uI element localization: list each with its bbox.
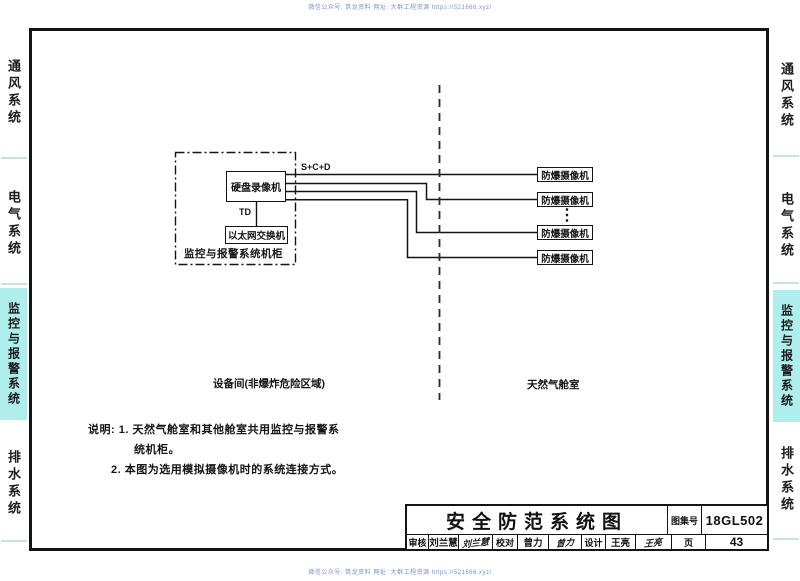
atlas-number-value: 18GL502 (701, 506, 767, 534)
camera-label: 防爆摄像机 (541, 253, 589, 265)
title-block-row-2: 审核 刘兰慧 刘兰慧 校对 曾力 曾力 设计 王亮 王亮 页 43 (407, 534, 767, 549)
ethernet-switch-box: 以太网交换机 (225, 226, 288, 244)
signature-scribble: 王亮 (644, 537, 663, 549)
sidebar-right-item-drainage: 排水系统 (779, 446, 794, 514)
page-number: 43 (705, 535, 767, 549)
bus-label: S+C+D (301, 162, 331, 172)
sidebar-right-highlight-monitoring: 监控与报警系统 (773, 290, 800, 422)
designer-name: 王亮 (605, 535, 635, 549)
designer-label: 设计 (581, 535, 605, 549)
zone-label-equipment-room: 设备间(非爆炸危险区域) (213, 378, 325, 390)
drawing-title: 安全防范系统图 (445, 511, 628, 533)
ethernet-switch-label: 以太网交换机 (227, 231, 285, 242)
checker-name: 曾力 (517, 535, 548, 549)
wire-camera-2 (286, 182, 537, 201)
more-cameras-ellipsis: ⋮ (559, 207, 575, 224)
note-line-3: 2. 本图为选用模拟摄像机时的系统连接方式。 (111, 464, 344, 476)
td-link-label: TD (239, 207, 251, 217)
sidebar-right-item-ventilation: 通风系统 (779, 62, 794, 130)
designer-signature: 王亮 (635, 535, 671, 549)
title-block-row-1: 安全防范系统图 图集号 18GL502 (407, 506, 767, 534)
wire-camera-3 (286, 190, 537, 234)
watermark-bottom: 微信公众号: 筑龙资料 网址: 大群工程资源 https://521666.xy… (308, 570, 492, 576)
explosion-proof-camera-box: 防爆摄像机 (537, 192, 593, 207)
explosion-proof-camera-box: 防爆摄像机 (537, 167, 593, 182)
camera-label: 防爆摄像机 (541, 228, 589, 240)
reviewer-name: 刘兰慧 (428, 535, 458, 549)
sidebar-left-item-drainage: 排水系统 (6, 450, 21, 518)
note-line-2: 统机柜。 (134, 444, 180, 456)
sidebar-right-divider (773, 538, 799, 540)
sidebar-left-highlight-monitoring: 监控与报警系统 (0, 288, 27, 420)
wire-camera-4 (286, 199, 537, 259)
sidebar-right-divider (773, 282, 799, 284)
hard-disk-recorder-box: 硬盘录像机 (226, 171, 286, 202)
note-line-1: 说明: 1. 天然气舱室和其他舱室共用监控与报警系 (88, 424, 340, 436)
reviewer-signature: 刘兰慧 (458, 535, 492, 549)
signature-scribble: 曾力 (555, 537, 575, 549)
sidebar-right-item-monitoring-alarm: 监控与报警系统 (779, 303, 794, 409)
sidebar-right-divider (773, 155, 799, 157)
sidebar-left-divider (1, 283, 27, 285)
sidebar-right-item-electrical: 电气系统 (779, 192, 794, 260)
camera-label: 防爆摄像机 (541, 170, 589, 182)
watermark-top: 微信公众号: 筑龙资料 网址: 大群工程资源 https://521666.xy… (308, 5, 492, 11)
sidebar-left-divider (1, 157, 27, 159)
sidebar-left-item-ventilation: 通风系统 (6, 59, 21, 127)
explosion-proof-camera-box: 防爆摄像机 (537, 250, 593, 265)
checker-label: 校对 (492, 535, 517, 549)
cabinet-label: 监控与报警系统机柜 (184, 248, 283, 260)
title-block: 安全防范系统图 图集号 18GL502 审核 刘兰慧 刘兰慧 校对 曾力 曾力 … (405, 504, 769, 551)
drawing-frame (29, 28, 769, 551)
zone-label-gas-cabin: 天然气舱室 (527, 379, 580, 391)
checker-signature: 曾力 (548, 535, 581, 549)
page-label: 页 (671, 535, 705, 549)
reviewer-label: 审核 (408, 537, 427, 548)
explosion-proof-camera-box: 防爆摄像机 (537, 225, 593, 240)
atlas-number-label: 图集号 (667, 506, 701, 534)
sidebar-left-item-electrical: 电气系统 (6, 190, 21, 258)
cabinet-dashed-border (174, 151, 297, 266)
camera-label: 防爆摄像机 (541, 195, 589, 207)
sidebar-left-item-monitoring-alarm: 监控与报警系统 (6, 301, 21, 407)
signature-scribble: 刘兰慧 (461, 537, 490, 549)
hard-disk-recorder-label: 硬盘录像机 (231, 183, 281, 194)
sidebar-left-divider (1, 540, 27, 542)
